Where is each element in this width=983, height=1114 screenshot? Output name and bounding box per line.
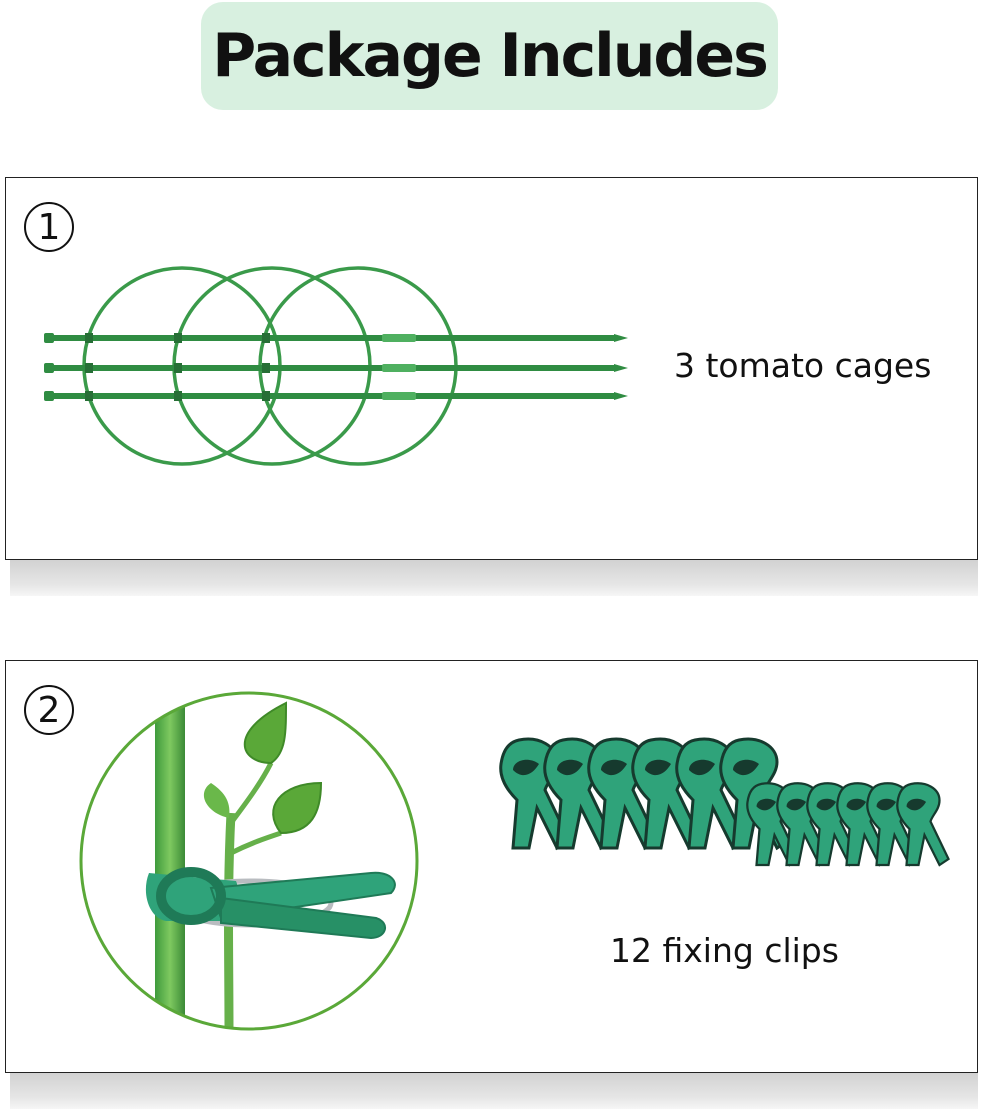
panel-shadow-2 [10,1071,978,1109]
tomato-cage-icon [44,266,628,466]
fixing-clips-group-icon [499,737,950,867]
item-caption: 3 tomato cages [674,346,932,385]
item-number-badge: 1 [24,202,74,252]
panel-fixing-clips: 2 [5,660,978,1073]
title-banner: Package Includes [201,2,778,110]
page-title: Package Includes [212,21,769,91]
panel-shadow-1 [10,558,978,596]
panel-tomato-cages: 1 3 tomato cages [5,177,978,560]
item-number-badge: 2 [24,685,74,735]
plant-clip-icon [79,691,419,1031]
item-caption: 12 fixing clips [610,931,839,970]
